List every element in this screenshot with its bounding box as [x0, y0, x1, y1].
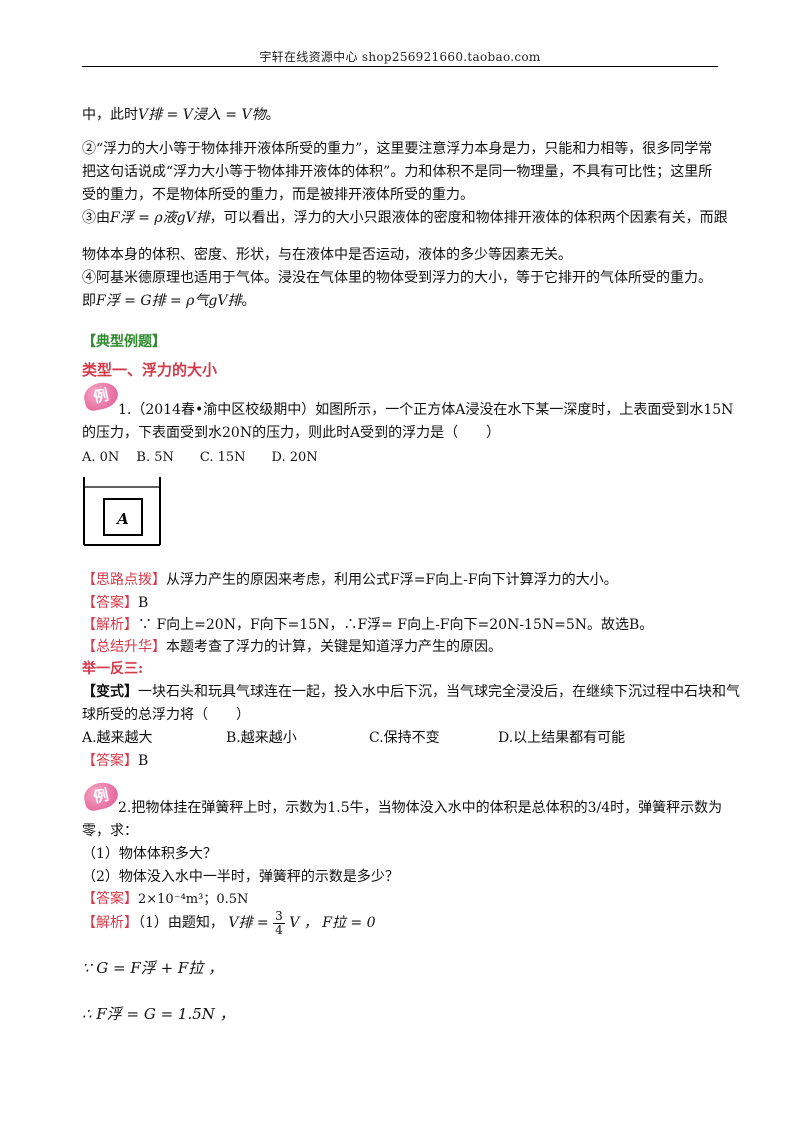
para-3-line-2: 物体本身的体积、密度、形状，与在液体中是否运动，液体的多少等因素无关。	[82, 247, 572, 263]
para-2-line-1: ②“浮力的大小等于物体排开液体所受的重力”，这里要注意浮力本身是力，只能和力相等…	[82, 141, 713, 157]
variant-heading: 举一反三:	[82, 661, 144, 677]
line-1-prefix: 中，此时	[82, 107, 138, 123]
para-4-line-1: ④阿基米德原理也适用于气体。浸没在气体里的物体受到浮力的大小，等于它排开的气体所…	[82, 270, 712, 286]
q1-analysis-line: 【解析】∵ F向上=20N，F向下=15N，∴F浮= F向上-F向下=20N-1…	[82, 614, 653, 637]
examples-heading: 【典型例题】	[82, 334, 166, 350]
q1-hint-line: 【思路点拨】从浮力产生的原因来考虑，利用公式F浮=F向上-F向下计算浮力的大小。	[82, 569, 618, 592]
variant-line-2: 球所受的总浮力将（ ）	[82, 707, 250, 723]
header-rule	[82, 66, 718, 67]
para-4-prefix: 即	[82, 293, 96, 309]
q1-line-1: 1.（2014春•渝中区校级期中）如图所示，一个正方体A浸没在水下某一深度时，上…	[118, 402, 734, 418]
para-3-prefix: ③由	[82, 210, 110, 226]
water-tank-diagram: A	[83, 477, 161, 546]
para-4-end: 。	[241, 293, 256, 309]
example-badge-2: 例	[81, 779, 121, 813]
q2-line-2: 零，求：	[82, 823, 138, 839]
variant-answer-tag: 【答案】	[82, 753, 138, 769]
cube-label: A	[115, 510, 129, 528]
variant-option-d: D.以上结果都有可能	[498, 730, 626, 746]
equation-buoyancy: ∴ F浮 = G = 1.5N ，	[82, 1005, 235, 1023]
variant-text-1: 一块石头和玩具气球连在一起，投入水中后下沉，当气球完全浸没后，在继续下沉过程中石…	[138, 684, 740, 700]
page-header: 宇轩在线资源中心 shop256921660.taobao.com	[259, 50, 541, 64]
line-1: 中，此时V排 = V浸入 = V物。	[82, 104, 280, 127]
q1-summary-line: 【总结升华】本题考查了浮力的计算，关键是知道浮力产生的原因。	[82, 636, 502, 659]
summary-tag: 【总结升华】	[82, 639, 166, 655]
para-3-line-1: ③由F浮 = ρ液gV排，可以看出，浮力的大小只跟液体的密度和物体排开液体的体积…	[82, 207, 728, 230]
variant-tag: 【变式】	[82, 684, 138, 700]
line-1-end: 。	[265, 107, 280, 123]
para-2-line-2: 把这句话说成“浮力大小等于物体排开液体的体积”。力和体积不是同一物理量，不具有可…	[82, 164, 713, 180]
eq-tension-zero: V ， F拉 = 0	[289, 915, 376, 931]
analysis-tag: 【解析】	[82, 617, 138, 633]
q2-line-1: 2.把物体挂在弹簧秤上时，示数为1.5牛，当物体没入水中的体积是总体积的3/4时…	[118, 800, 723, 816]
q2-answer-tag: 【答案】	[82, 891, 138, 907]
q1-options: A. 0N B. 5N C. 15N D. 20N	[82, 450, 318, 465]
variant-option-a: A.越来越大	[82, 730, 153, 746]
equation-weight: ∵ G = F浮 + F拉 ，	[82, 959, 224, 977]
q2-sub-2: （2）物体没入水中一半时，弹簧秤的示数是多少？	[82, 869, 399, 885]
variant-option-b: B.越来越小	[226, 730, 297, 746]
analysis-text: ∵ F向上=20N，F向下=15N，∴F浮= F向上-F向下=20N-15N=5…	[138, 617, 654, 633]
variant-line-1: 【变式】一块石头和玩具气球连在一起，投入水中后下沉，当气球完全浸没后，在继续下沉…	[82, 681, 740, 704]
para-2-line-3: 受的重力，不是物体所受的重力，而是被排开液体所受的重力。	[82, 187, 474, 203]
q2-analysis-prefix: （1）由题知，	[138, 915, 224, 931]
q1-answer-line: 【答案】B	[82, 592, 148, 615]
fraction-numerator: 3	[273, 908, 285, 924]
variant-option-c: C.保持不变	[369, 730, 440, 746]
variant-answer-line: 【答案】B	[82, 750, 148, 773]
hint-text: 从浮力产生的原因来考虑，利用公式F浮=F向上-F向下计算浮力的大小。	[166, 572, 618, 588]
buoyancy-formula: F浮 = ρ液gV排	[110, 210, 210, 226]
summary-text: 本题考查了浮力的计算，关键是知道浮力产生的原因。	[166, 639, 502, 655]
eq-v-displaced: V排 =	[228, 915, 269, 931]
q1-line-2: 的压力，下表面受到水20N的压力，则此时A受到的浮力是（ ）	[82, 425, 501, 441]
hint-tag: 【思路点拨】	[82, 572, 166, 588]
answer-value: B	[138, 595, 149, 611]
q2-answer-value: 2×10⁻⁴m³；0.5N	[138, 892, 249, 907]
para-4-line-2: 即F浮 = G排 = ρ气gV排。	[82, 290, 255, 313]
q2-answer-line: 【答案】2×10⁻⁴m³；0.5N	[82, 888, 248, 911]
q2-sub-1: （1）物体体积多大？	[82, 846, 217, 862]
gas-buoyancy-formula: F浮 = G排 = ρ气gV排	[96, 293, 242, 309]
example-badge-1: 例	[81, 379, 121, 413]
para-3-text: ，可以看出，浮力的大小只跟液体的密度和物体排开液体的体积两个因素有关，而跟	[209, 210, 728, 226]
type-1-heading: 类型一、浮力的大小	[82, 361, 218, 379]
variant-answer-value: B	[138, 753, 149, 769]
volume-equation: V排 = V浸入 = V物	[138, 107, 266, 123]
answer-tag: 【答案】	[82, 595, 138, 611]
fraction-denominator: 4	[275, 922, 283, 937]
q2-analysis-tag: 【解析】	[82, 915, 138, 931]
